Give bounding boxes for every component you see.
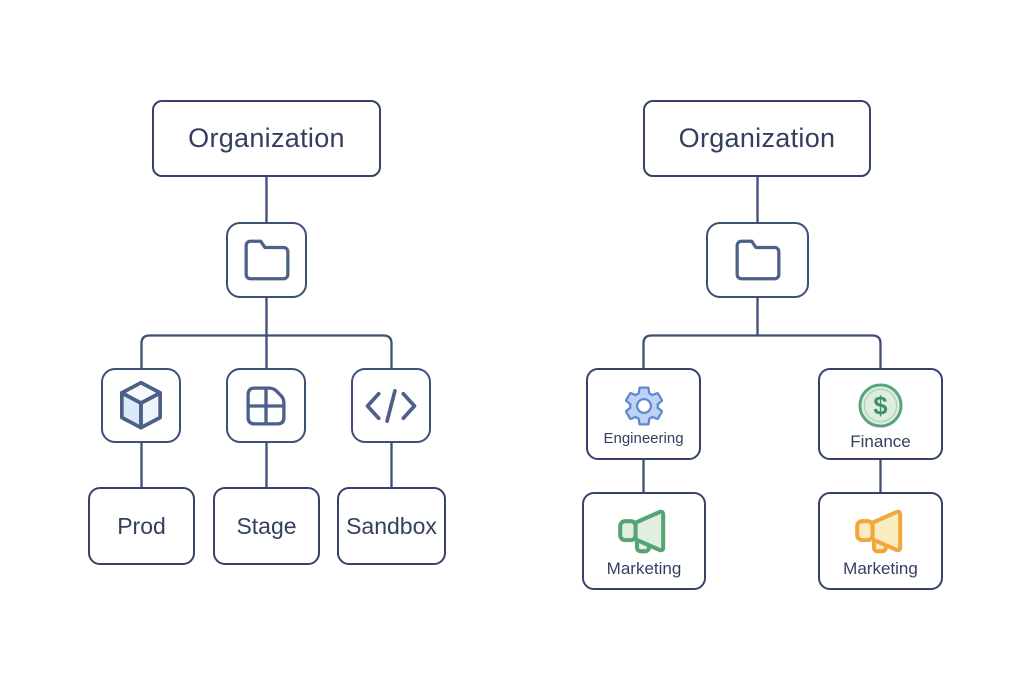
- leaf-node-stage: Stage: [213, 487, 320, 565]
- left-env-sandbox-node: [351, 368, 431, 443]
- folder-icon: [244, 239, 289, 281]
- left-folder-node: [226, 222, 307, 298]
- left-env-prod-node: [101, 368, 181, 443]
- megaphone-icon: [618, 509, 666, 554]
- dept-label: Marketing: [606, 559, 682, 578]
- leaf-label: Sandbox: [346, 512, 437, 539]
- leaf-node-sandbox: Sandbox: [337, 487, 446, 565]
- code-icon: [365, 388, 417, 423]
- leaf-node-prod: Prod: [88, 487, 195, 565]
- folder-icon: [735, 239, 780, 281]
- dept-label: Finance: [850, 432, 911, 451]
- dept-node-marketing-green: Marketing: [582, 492, 706, 590]
- table-icon: [246, 385, 286, 426]
- dept-label: Engineering: [603, 430, 684, 447]
- dept-node-finance: $ Finance: [818, 368, 943, 460]
- left-env-stage-node: [226, 368, 306, 443]
- dollar-coin-icon: $: [858, 383, 903, 428]
- dept-label: Marketing: [843, 559, 918, 578]
- leaf-label: Stage: [236, 512, 297, 539]
- left-root-node: Organization: [152, 100, 381, 177]
- gear-icon: [624, 386, 663, 426]
- right-root-label: Organization: [678, 123, 836, 153]
- cube-icon: [120, 380, 162, 430]
- megaphone-icon: [854, 509, 902, 554]
- dept-node-marketing-orange: Marketing: [818, 492, 943, 590]
- right-folder-node: [706, 222, 809, 298]
- dollar-symbol: $: [873, 392, 887, 420]
- right-root-node: Organization: [643, 100, 871, 177]
- leaf-label: Prod: [117, 512, 166, 539]
- left-root-label: Organization: [188, 123, 345, 153]
- dept-node-engineering: Engineering: [586, 368, 701, 460]
